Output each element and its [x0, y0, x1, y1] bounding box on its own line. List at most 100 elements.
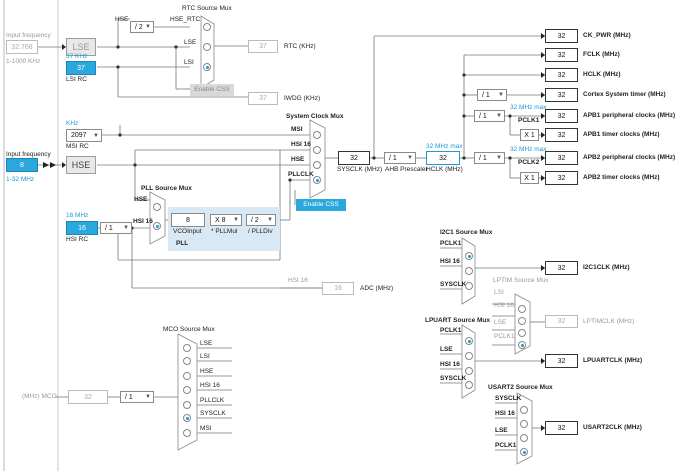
- hsi-rc-label: HSI RC: [66, 236, 89, 243]
- hsi-divider-value: / 1: [105, 225, 113, 232]
- sysclk-pllclk-radio[interactable]: [313, 176, 321, 184]
- lsi-frequency-label: 37 KHz: [66, 53, 88, 60]
- pll-hsi16-radio[interactable]: [153, 222, 161, 230]
- mco-lsi-radio[interactable]: [183, 357, 191, 365]
- lptim-hsi-radio[interactable]: [518, 317, 526, 325]
- mco-hse-radio[interactable]: [183, 372, 191, 380]
- usart2-sysclk-radio[interactable]: [520, 406, 528, 414]
- usart2-lse-label: LSE: [495, 427, 508, 434]
- rtc-lse-radio[interactable]: [203, 43, 211, 51]
- rtc-hse-rtc-label: HSE_RTC: [170, 16, 201, 23]
- usart2-pclk-radio[interactable]: [520, 448, 528, 456]
- chevron-down-icon: ▼: [267, 217, 273, 223]
- chevron-down-icon: ▼: [407, 155, 413, 161]
- hse-range-label: 1-32 MHz: [6, 176, 35, 183]
- mco-hsi-radio[interactable]: [183, 386, 191, 394]
- lse-frequency-input[interactable]: 32.768: [6, 40, 38, 54]
- ahb-prescaler-select[interactable]: / 1▼: [384, 152, 416, 164]
- mco-lse-label: LSE: [200, 340, 213, 347]
- chevron-down-icon: ▼: [145, 394, 151, 400]
- rtc-lse-label: LSE: [184, 39, 197, 46]
- sysclk-msi-radio[interactable]: [313, 131, 321, 139]
- ahb-prescaler-label: AHB Prescaler: [385, 166, 428, 173]
- lptim-lse-radio[interactable]: [518, 329, 526, 337]
- enable-css-hse-button[interactable]: Enable CSS: [296, 199, 346, 211]
- chevron-down-icon: ▼: [123, 225, 129, 231]
- sysclk-label: SYSCLK (MHz): [337, 166, 383, 173]
- msi-rc-label: MSI RC: [66, 143, 89, 150]
- usart2-pclk-label: PCLK1: [495, 442, 517, 449]
- mco-pllclk-radio[interactable]: [183, 401, 191, 409]
- pll-mul-label: * PLLMul: [211, 228, 238, 235]
- pll-vco-label: VCOInput: [173, 228, 202, 235]
- apb1-prescaler-select[interactable]: / 1▼: [474, 110, 505, 122]
- lse-source[interactable]: LSE: [66, 38, 96, 56]
- usart2clk-label: USART2CLK (MHz): [583, 424, 642, 431]
- lptim-hsi-label: HSI 16: [494, 302, 514, 309]
- msi-unit-label: KHz: [66, 120, 79, 127]
- pll-mul-select[interactable]: X 8▼: [210, 214, 242, 226]
- hse-frequency-input[interactable]: 8: [6, 158, 38, 172]
- hsi-value[interactable]: 16: [66, 221, 98, 235]
- hse-source[interactable]: HSE: [66, 156, 96, 174]
- enable-css-lse-button[interactable]: Enable CSS: [190, 84, 234, 96]
- msi-range-select[interactable]: 2097▼: [66, 129, 102, 142]
- rtc-output: 37: [248, 40, 278, 53]
- rtc-lsi-radio[interactable]: [203, 63, 211, 71]
- mco-lse-radio[interactable]: [183, 344, 191, 352]
- mco-value: 32: [68, 390, 108, 404]
- mco-msi-label: MSI: [200, 425, 212, 432]
- i2c1-mux-title: I2C1 Source Mux: [440, 229, 493, 236]
- rtc-hse-radio[interactable]: [203, 23, 211, 31]
- sysclk-hsi16-radio[interactable]: [313, 146, 321, 154]
- usart2-mux-title: USART2 Source Mux: [488, 384, 553, 391]
- lpuart-pclk-radio[interactable]: [465, 337, 473, 345]
- mco-sysclk-radio[interactable]: [183, 414, 191, 422]
- mco-mux-title: MCO Source Mux: [163, 326, 215, 333]
- apb1-max-label: 32 MHz max: [510, 104, 547, 111]
- lptim-lsi-radio[interactable]: [518, 305, 526, 313]
- lpuart-sysclk-radio[interactable]: [465, 381, 473, 389]
- i2c1-pclk-radio[interactable]: [465, 252, 473, 260]
- mco-msi-radio[interactable]: [183, 429, 191, 437]
- rtc-hse-divider-value: / 2: [135, 24, 143, 31]
- fclk-value: 32: [545, 48, 578, 62]
- pll-hse-radio[interactable]: [153, 203, 161, 211]
- pll-div-select[interactable]: / 2▼: [246, 214, 276, 226]
- mco-divider-select[interactable]: / 1▼: [120, 391, 154, 403]
- usart2clk-value: 32: [545, 421, 578, 435]
- systick-divider-select[interactable]: / 1▼: [477, 89, 507, 101]
- i2c1-sysclk-radio[interactable]: [465, 282, 473, 290]
- i2c1clk-value: 32: [545, 261, 578, 275]
- mco-sysclk-label: SYSCLK: [200, 410, 226, 417]
- usart2-lse-radio[interactable]: [520, 434, 528, 442]
- ck-pwr-value: 32: [545, 29, 578, 43]
- usart2-hsi-radio[interactable]: [520, 420, 528, 428]
- apb1-timer-value: 32: [545, 128, 578, 142]
- lpuart-lse-radio[interactable]: [465, 352, 473, 360]
- chevron-down-icon: ▼: [498, 92, 504, 98]
- lpuartclk-value: 32: [545, 354, 578, 368]
- hsi-divider-select[interactable]: / 1 ▼: [100, 222, 132, 234]
- hclk-value-input[interactable]: 32: [426, 151, 460, 165]
- rtc-mux-title: RTC Source Mux: [182, 5, 232, 12]
- mco-hsi-label: HSI 16: [200, 382, 220, 389]
- sysclk-value: 32: [338, 151, 370, 165]
- lpuart-pclk-label: PCLK1: [440, 327, 462, 334]
- lpuart-mux-title: LPUART Source Mux: [425, 317, 491, 324]
- lptim-pclk-radio[interactable]: [518, 341, 526, 349]
- apb2-timer-value: 32: [545, 171, 578, 185]
- pll-hsi16-label: HSI 16: [133, 218, 153, 225]
- pll-source-mux-title: PLL Source Mux: [141, 185, 192, 192]
- sysclk-hse-radio[interactable]: [313, 161, 321, 169]
- mco-pllclk-label: PLLCLK: [200, 397, 225, 404]
- lptim-lsi-label: LSI: [494, 289, 504, 296]
- lpuart-hsi-radio[interactable]: [465, 367, 473, 375]
- apb2-peripheral-value: 32: [545, 151, 578, 165]
- lsi-value[interactable]: 37: [66, 61, 96, 75]
- i2c1-hsi-radio[interactable]: [465, 267, 473, 275]
- iwdg-output-label: IWDG (KHz): [284, 95, 321, 102]
- chevron-down-icon: ▼: [145, 24, 151, 30]
- apb2-prescaler-select[interactable]: / 1▼: [474, 152, 505, 164]
- rtc-hse-divider[interactable]: / 2▼: [130, 21, 154, 33]
